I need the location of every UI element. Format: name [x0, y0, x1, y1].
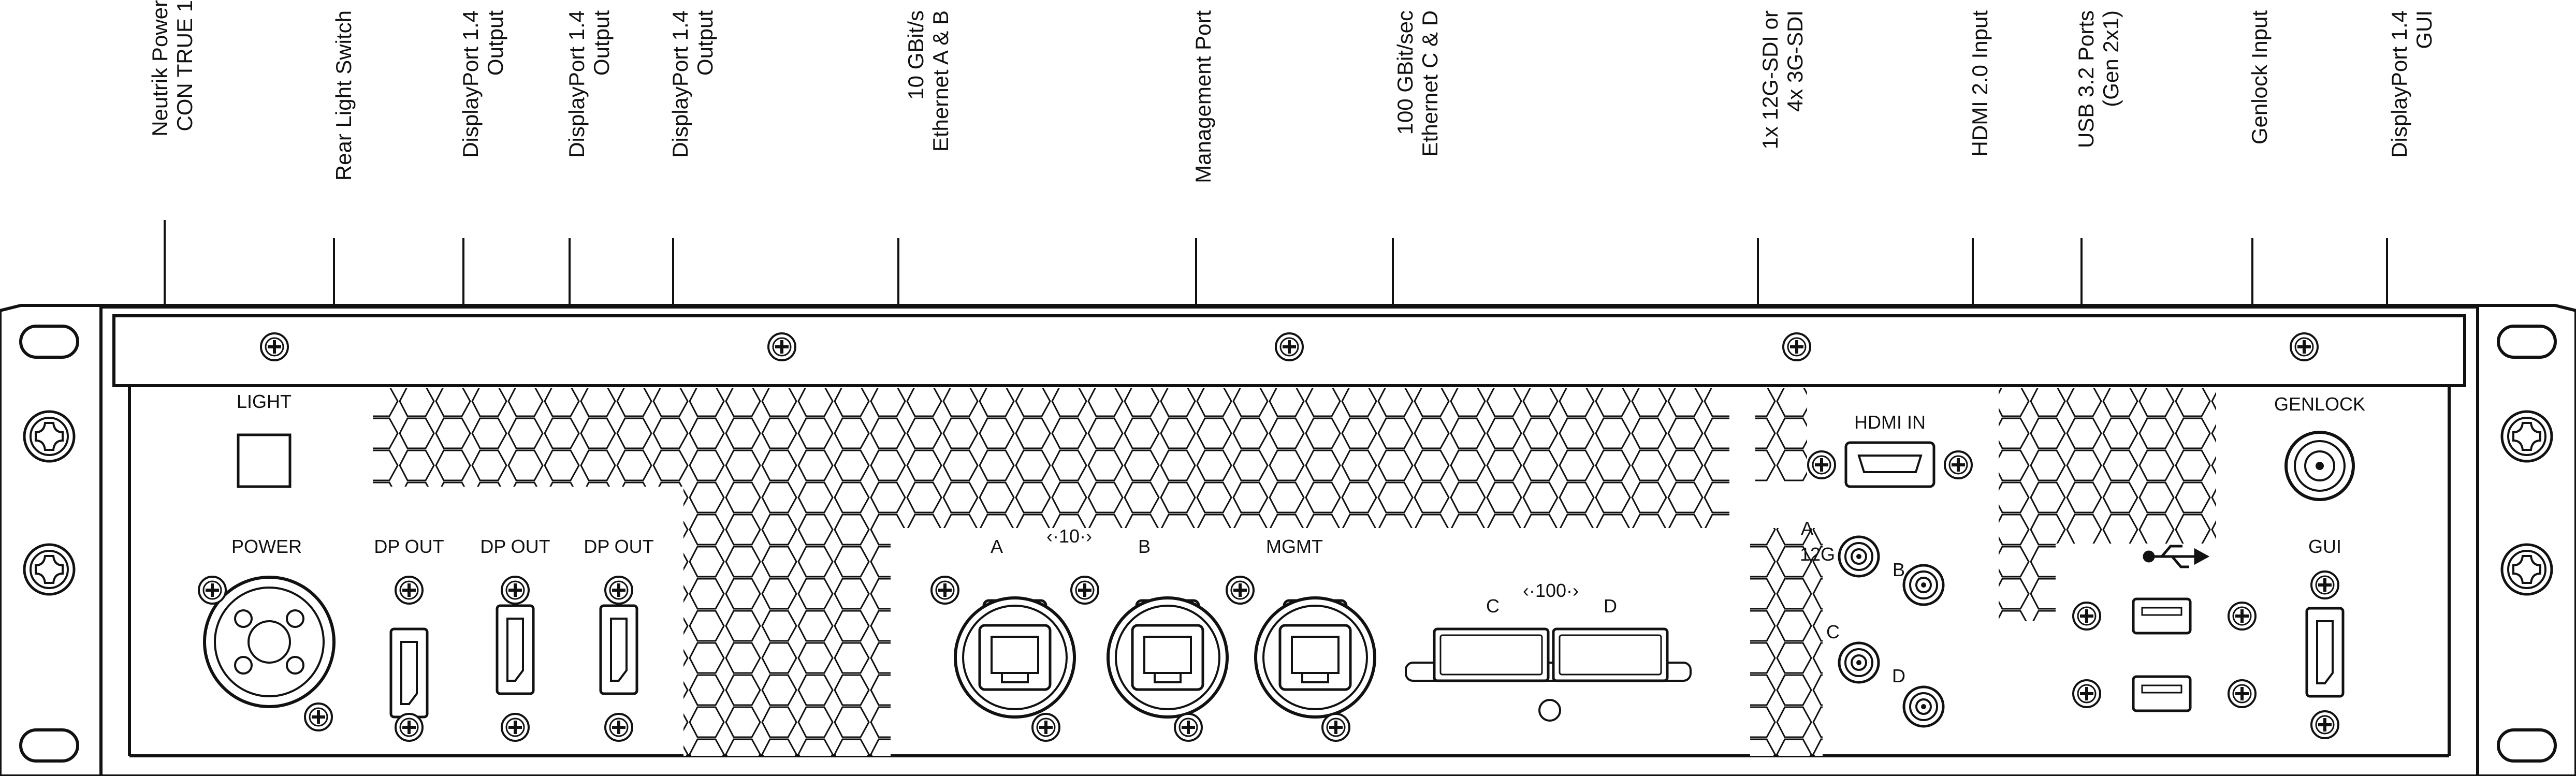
label-eth-ab-speed: ‹·10·›: [1046, 525, 1092, 547]
genlock-port[interactable]: [2284, 431, 2355, 501]
screw-icon: [1807, 450, 1836, 479]
screw-icon: [198, 576, 227, 605]
screw-icon: [1226, 576, 1255, 605]
management-port[interactable]: [1256, 598, 1375, 717]
screw-icon: [1031, 713, 1060, 742]
label-genlock: GENLOCK: [2274, 393, 2366, 415]
dp-out-port-3[interactable]: [601, 606, 637, 694]
label-sdi-12g: 12G: [1799, 544, 1836, 565]
label-qsfp-c: C: [1486, 595, 1500, 617]
rack-screw-icon: [24, 412, 74, 461]
label-gui: GUI: [2308, 536, 2342, 557]
label-qsfp-speed: ‹·100·›: [1522, 580, 1579, 601]
rack-screw-icon: [2502, 545, 2552, 594]
sdi-port-c[interactable]: [1839, 643, 1879, 682]
sdi-port-b[interactable]: [1904, 565, 1943, 605]
sdi-port-a[interactable]: [1839, 537, 1879, 576]
screw-icon: [1070, 576, 1099, 605]
rear-light-switch[interactable]: [237, 433, 292, 488]
label-dp-out-3: DP OUT: [584, 536, 654, 557]
screw-icon: [2228, 602, 2257, 631]
ethernet-port-b[interactable]: [1108, 598, 1227, 717]
power-connector: [203, 576, 336, 708]
screw-icon: [2290, 332, 2319, 361]
screw-icon: [1174, 713, 1203, 742]
screw-icon: [260, 332, 289, 361]
callout-genlock-input: Genlock Input: [2247, 10, 2272, 145]
usb-port-1[interactable]: [2133, 599, 2190, 633]
screw-icon: [2228, 679, 2257, 708]
usb-port-2[interactable]: [2133, 677, 2190, 711]
label-sdi-b: B: [1892, 559, 1905, 580]
label-dp-out-2: DP OUT: [480, 536, 550, 557]
screw-icon: [2310, 710, 2339, 739]
label-eth-a: A: [990, 536, 1003, 557]
label-power: POWER: [231, 536, 302, 557]
ethernet-port-a[interactable]: [955, 598, 1074, 717]
screw-icon: [2072, 602, 2101, 631]
usb-symbol-icon: [2143, 545, 2210, 568]
label-eth-b: B: [1138, 536, 1151, 557]
label-qsfp-d: D: [1604, 595, 1617, 617]
callout-usb-ports: USB 3.2 Ports(Gen 2x1): [2074, 10, 2123, 149]
callout-hdmi-input: HDMI 2.0 Input: [1968, 10, 1992, 157]
screw-icon: [1782, 332, 1811, 361]
callout-rear-light-switch: Rear Light Switch: [331, 10, 356, 181]
screw-icon: [1275, 332, 1304, 361]
screw-icon: [395, 713, 424, 742]
label-mgmt: MGMT: [1266, 536, 1323, 557]
label-sdi-c: C: [1826, 621, 1840, 642]
screw-icon: [604, 713, 633, 742]
rack-screw-icon: [24, 545, 74, 594]
dp-out-port-1[interactable]: [391, 629, 427, 717]
screw-icon: [1944, 450, 1973, 479]
screw-icon: [304, 702, 333, 731]
rack-screw-icon: [2502, 412, 2552, 461]
dp-out-port-2[interactable]: [497, 606, 533, 694]
label-dp-out-1: DP OUT: [374, 536, 444, 557]
screw-icon: [395, 576, 424, 605]
hdmi-in-port[interactable]: [1844, 441, 1935, 488]
label-hdmi-in: HDMI IN: [1854, 412, 1926, 433]
screw-icon: [1321, 713, 1350, 742]
screw-icon: [501, 713, 530, 742]
screw-icon: [930, 576, 959, 605]
label-sdi-a: A: [1800, 518, 1814, 539]
qsfp-ports: [1405, 627, 1692, 722]
screw-icon: [501, 576, 530, 605]
screw-icon: [767, 332, 796, 361]
screw-icon: [2072, 679, 2101, 708]
label-sdi-d: D: [1892, 665, 1905, 686]
screw-icon: [604, 576, 633, 605]
vent-grille: [373, 388, 2216, 756]
callout-management-port: Management Port: [1191, 10, 1215, 183]
dp-gui-port[interactable]: [2307, 608, 2343, 696]
sdi-port-d[interactable]: [1904, 687, 1943, 726]
screw-icon: [2310, 570, 2339, 599]
label-light: LIGHT: [236, 391, 292, 412]
